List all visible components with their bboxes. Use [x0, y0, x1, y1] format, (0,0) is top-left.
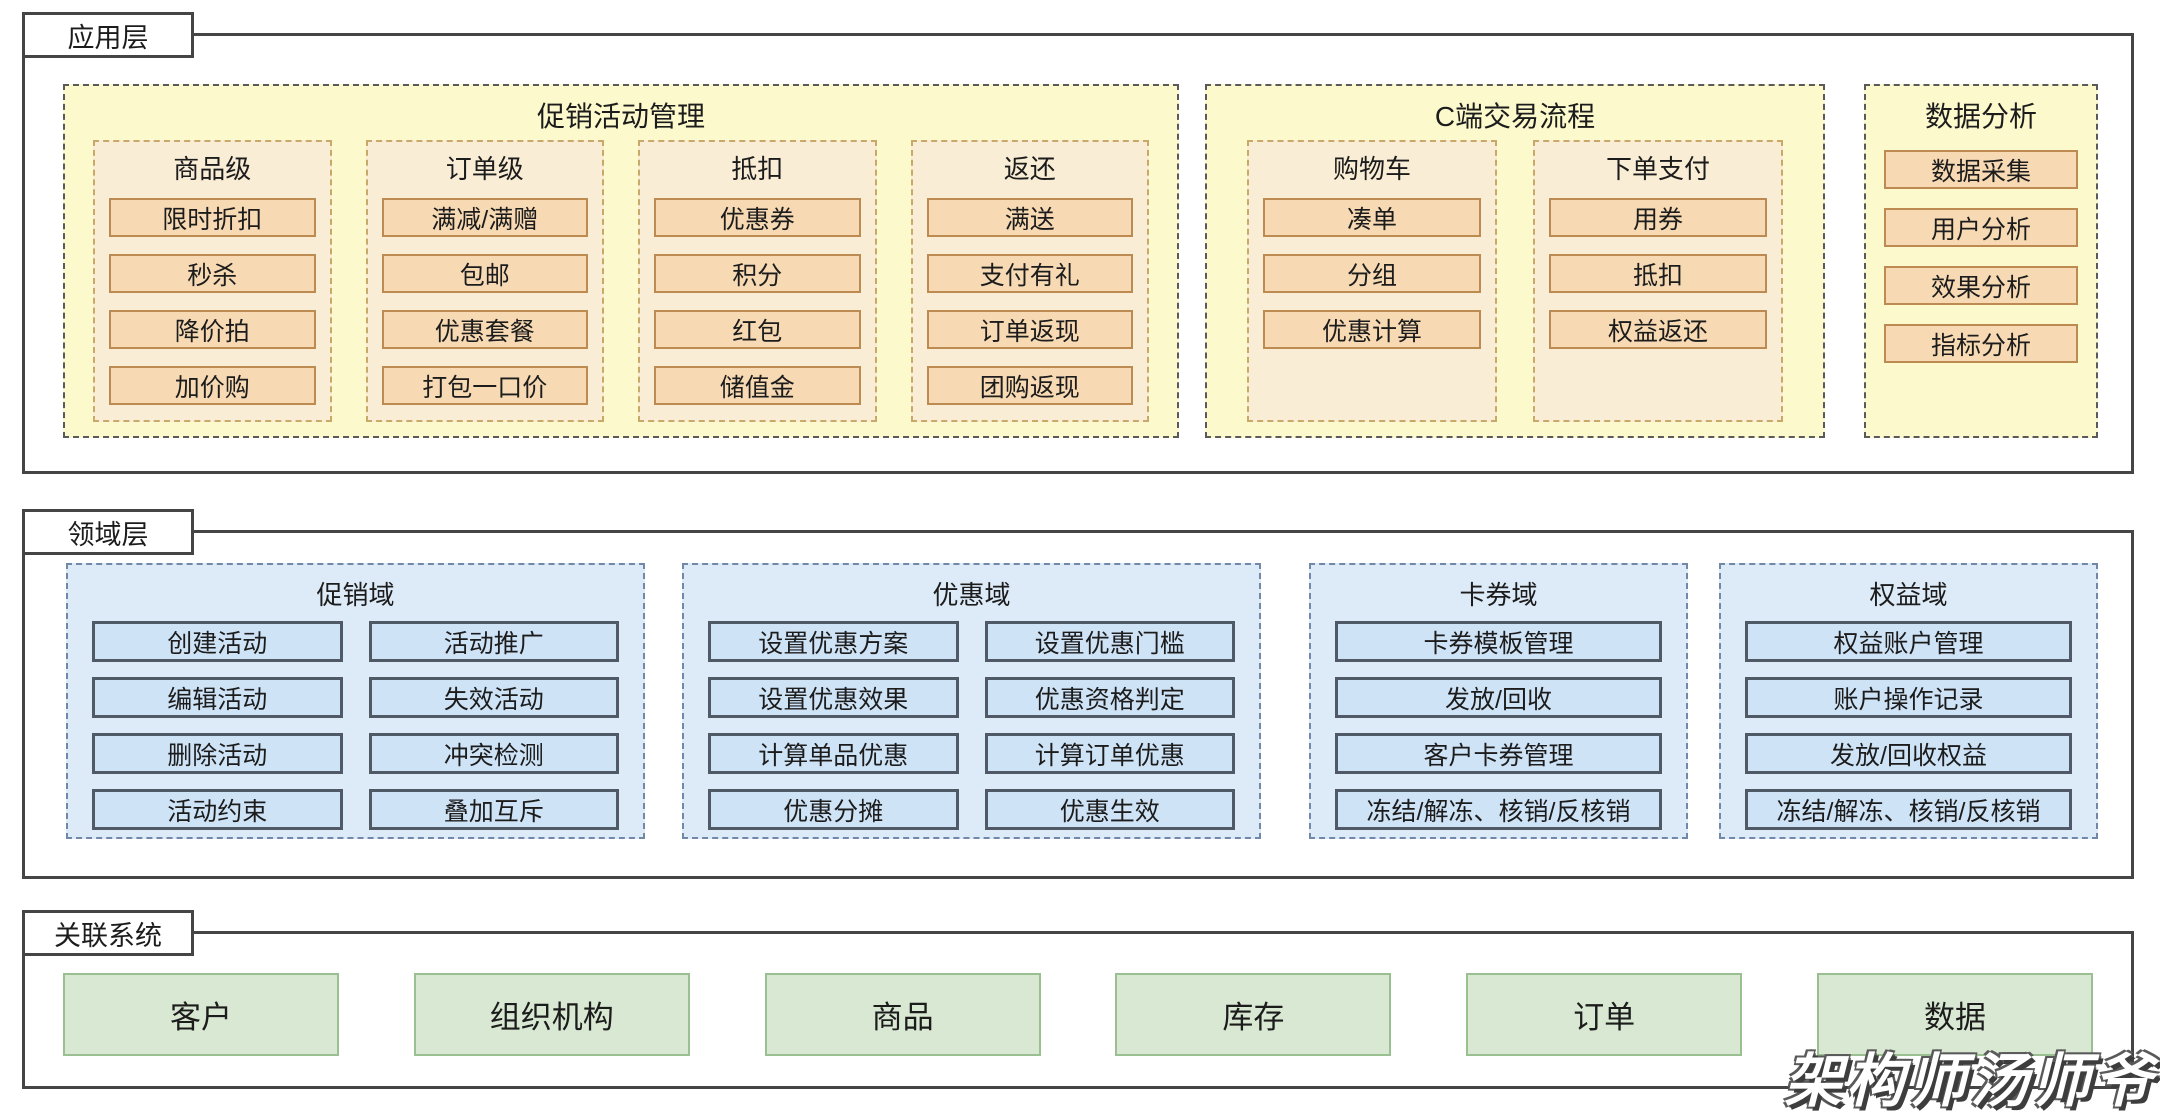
analysis-item: 指标分析	[1884, 324, 2078, 363]
column-header: 下单支付	[1605, 153, 1710, 184]
trade-columns: 购物车 凑单 分组 优惠计算 下单支付 用券 抵扣 权益返还	[1207, 140, 1823, 422]
domain-item: 优惠生效	[984, 789, 1235, 830]
domain-item: 卡券模板管理	[1335, 621, 1662, 662]
app-item: 用券	[1549, 198, 1767, 237]
domain-item: 创建活动	[92, 621, 343, 662]
column-header: 返还	[1003, 153, 1056, 184]
section-promotion-activity-management: 促销活动管理 商品级 限时折扣 秒杀 降价拍 加价购 订单级 满减/满赠 包邮	[63, 84, 1179, 438]
app-item: 满减/满赠	[381, 198, 588, 237]
systems-row: 客户 组织机构 商品 库存 订单 数据	[25, 934, 2131, 1056]
domain-box-benefit: 权益域 权益账户管理 账户操作记录 发放/回收权益 冻结/解冻、核销/反核销	[1719, 563, 2098, 839]
promo-columns: 商品级 限时折扣 秒杀 降价拍 加价购 订单级 满减/满赠 包邮 优惠套餐 打包…	[65, 140, 1177, 422]
app-item: 优惠券	[654, 198, 861, 237]
domain-title: 优惠域	[932, 579, 1011, 610]
domain-item: 活动约束	[92, 789, 343, 830]
tab-domain-layer: 领域层	[22, 509, 194, 555]
analysis-items: 数据采集 用户分析 效果分析 指标分析	[1866, 150, 2096, 363]
app-item: 分组	[1263, 254, 1481, 293]
app-item: 凑单	[1263, 198, 1481, 237]
app-item: 订单返现	[926, 310, 1133, 349]
domain-item: 优惠分摊	[708, 789, 959, 830]
domain-item: 发放/回收权益	[1745, 733, 2072, 774]
domain-item: 冻结/解冻、核销/反核销	[1335, 789, 1662, 830]
app-item: 支付有礼	[926, 254, 1133, 293]
domain-title: 权益域	[1869, 579, 1948, 610]
analysis-item: 数据采集	[1884, 150, 2078, 189]
app-item: 优惠套餐	[381, 310, 588, 349]
layer-domain: 领域层 促销域 创建活动 活动推广 编辑活动 失效活动 删除活动 冲突检测 活动…	[22, 509, 2134, 879]
app-item: 打包一口价	[381, 366, 588, 405]
column-header: 抵扣	[731, 153, 784, 184]
column-product-level: 商品级 限时折扣 秒杀 降价拍 加价购	[93, 140, 332, 422]
column-header: 购物车	[1332, 153, 1411, 184]
section-title: C端交易流程	[1434, 101, 1596, 132]
column-rebate: 返还 满送 支付有礼 订单返现 团购返现	[910, 140, 1149, 422]
domain-item: 发放/回收	[1335, 677, 1662, 718]
app-item: 团购返现	[926, 366, 1133, 405]
analysis-item: 用户分析	[1884, 208, 2078, 247]
app-item: 红包	[654, 310, 861, 349]
column-header: 订单级	[445, 153, 524, 184]
system-box: 数据	[1816, 973, 2093, 1056]
system-box: 客户	[63, 973, 339, 1056]
domain-item: 计算单品优惠	[708, 733, 959, 774]
app-item: 满送	[926, 198, 1133, 237]
app-item: 优惠计算	[1263, 310, 1481, 349]
tab-related-systems: 关联系统	[22, 910, 194, 956]
section-title: 促销活动管理	[536, 101, 705, 132]
analysis-item: 效果分析	[1884, 266, 2078, 305]
domain-item: 设置优惠效果	[708, 677, 959, 718]
app-item: 降价拍	[109, 310, 316, 349]
section-c-side-trade-flow: C端交易流程 购物车 凑单 分组 优惠计算 下单支付 用券 抵扣 权益返还	[1205, 84, 1825, 438]
column-order-payment: 下单支付 用券 抵扣 权益返还	[1533, 140, 1783, 422]
domain-item: 冲突检测	[368, 733, 619, 774]
system-box: 组织机构	[413, 973, 690, 1056]
section-title: 数据分析	[1924, 101, 2037, 132]
layer-application: 应用层 促销活动管理 商品级 限时折扣 秒杀 降价拍 加价购 订单级 满	[22, 12, 2134, 474]
app-item: 包邮	[381, 254, 588, 293]
system-box: 库存	[1115, 973, 1392, 1056]
domain-box-coupon: 卡券域 卡券模板管理 发放/回收 客户卡券管理 冻结/解冻、核销/反核销	[1309, 563, 1688, 839]
app-item: 积分	[654, 254, 861, 293]
domain-item: 冻结/解冻、核销/反核销	[1745, 789, 2072, 830]
app-item: 限时折扣	[109, 198, 316, 237]
system-box: 商品	[764, 973, 1041, 1056]
domain-item: 叠加互斥	[368, 789, 619, 830]
app-item: 储值金	[654, 366, 861, 405]
system-box: 订单	[1466, 973, 1743, 1056]
watermark-text: 架构师汤师爷	[1783, 1049, 2156, 1113]
domain-box-promotion: 促销域 创建活动 活动推广 编辑活动 失效活动 删除活动 冲突检测 活动约束 叠…	[66, 563, 645, 839]
section-data-analysis: 数据分析 数据采集 用户分析 效果分析 指标分析	[1864, 84, 2098, 438]
app-item: 加价购	[109, 366, 316, 405]
domain-item: 客户卡券管理	[1335, 733, 1662, 774]
layer-related-systems: 关联系统 客户 组织机构 商品 库存 订单 数据	[22, 910, 2134, 1089]
domain-item: 优惠资格判定	[984, 677, 1235, 718]
app-item: 秒杀	[109, 254, 316, 293]
domain-item: 删除活动	[92, 733, 343, 774]
domain-item: 活动推广	[368, 621, 619, 662]
tab-application-layer: 应用层	[22, 12, 194, 58]
domain-item: 权益账户管理	[1745, 621, 2072, 662]
column-shopping-cart: 购物车 凑单 分组 优惠计算	[1247, 140, 1497, 422]
domain-item: 设置优惠门槛	[984, 621, 1235, 662]
domain-item: 账户操作记录	[1745, 677, 2072, 718]
app-item: 权益返还	[1549, 310, 1767, 349]
column-header: 商品级	[173, 153, 252, 184]
domain-item: 失效活动	[368, 677, 619, 718]
domain-title: 促销域	[316, 579, 395, 610]
domain-item: 编辑活动	[92, 677, 343, 718]
domain-item: 计算订单优惠	[984, 733, 1235, 774]
domain-box-discount: 优惠域 设置优惠方案 设置优惠门槛 设置优惠效果 优惠资格判定 计算单品优惠 计…	[682, 563, 1261, 839]
domain-title: 卡券域	[1459, 579, 1538, 610]
domain-item: 设置优惠方案	[708, 621, 959, 662]
column-deduction: 抵扣 优惠券 积分 红包 储值金	[638, 140, 877, 422]
app-item: 抵扣	[1549, 254, 1767, 293]
column-order-level: 订单级 满减/满赠 包邮 优惠套餐 打包一口价	[365, 140, 604, 422]
